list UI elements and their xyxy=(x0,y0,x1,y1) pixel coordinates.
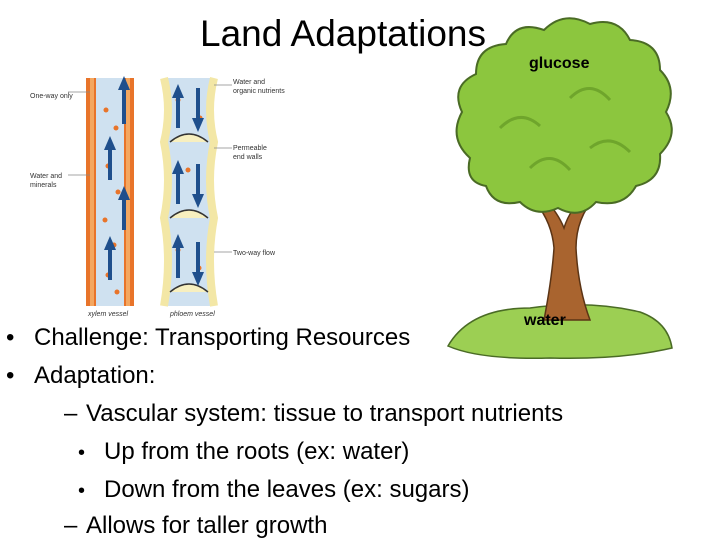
dash-marker: – xyxy=(64,400,78,427)
label-one-way: One-way only xyxy=(30,93,73,100)
ground xyxy=(446,304,673,360)
label-water-minerals-1: Water and xyxy=(30,173,62,180)
trunk xyxy=(534,188,598,321)
bullet-marker: • xyxy=(6,324,15,351)
label-water-organic-1: Water and xyxy=(233,79,265,86)
bullet-up-from-roots: •Up from the roots (ex: water) xyxy=(78,432,409,473)
label-phloem: phloem vessel xyxy=(169,311,215,318)
glucose-label: glucose xyxy=(529,55,590,72)
label-permeable-1: Permeable xyxy=(233,145,267,152)
label-water-organic-2: organic nutrients xyxy=(233,88,285,95)
bullet-challenge: •Challenge: Transporting Resources xyxy=(6,318,410,357)
bullet-down-from-leaves: •Down from the leaves (ex: sugars) xyxy=(78,470,469,511)
bullet-adaptation: •Adaptation: xyxy=(6,356,155,395)
vascular-tissue-diagram: One-way only Water and minerals Water an… xyxy=(28,70,298,320)
foliage xyxy=(455,17,673,214)
bullet-marker: • xyxy=(78,480,86,502)
bullet-vascular-system: –Vascular system: tissue to transport nu… xyxy=(64,394,563,433)
bullet-marker: • xyxy=(6,362,15,389)
label-two-way: Two-way flow xyxy=(233,250,276,257)
label-permeable-2: end walls xyxy=(233,154,263,161)
label-xylem: xylem vessel xyxy=(87,311,129,318)
tree-illustration xyxy=(440,8,680,360)
bullet-marker: • xyxy=(78,442,86,464)
label-water-minerals-2: minerals xyxy=(30,182,57,189)
bullet-taller-growth: –Allows for taller growth xyxy=(64,506,327,545)
phloem-vessel xyxy=(159,77,219,307)
slide-title: Land Adaptations xyxy=(200,13,486,54)
water-label: water xyxy=(524,312,566,329)
dash-marker: – xyxy=(64,512,78,539)
xylem-vessel xyxy=(86,76,134,306)
